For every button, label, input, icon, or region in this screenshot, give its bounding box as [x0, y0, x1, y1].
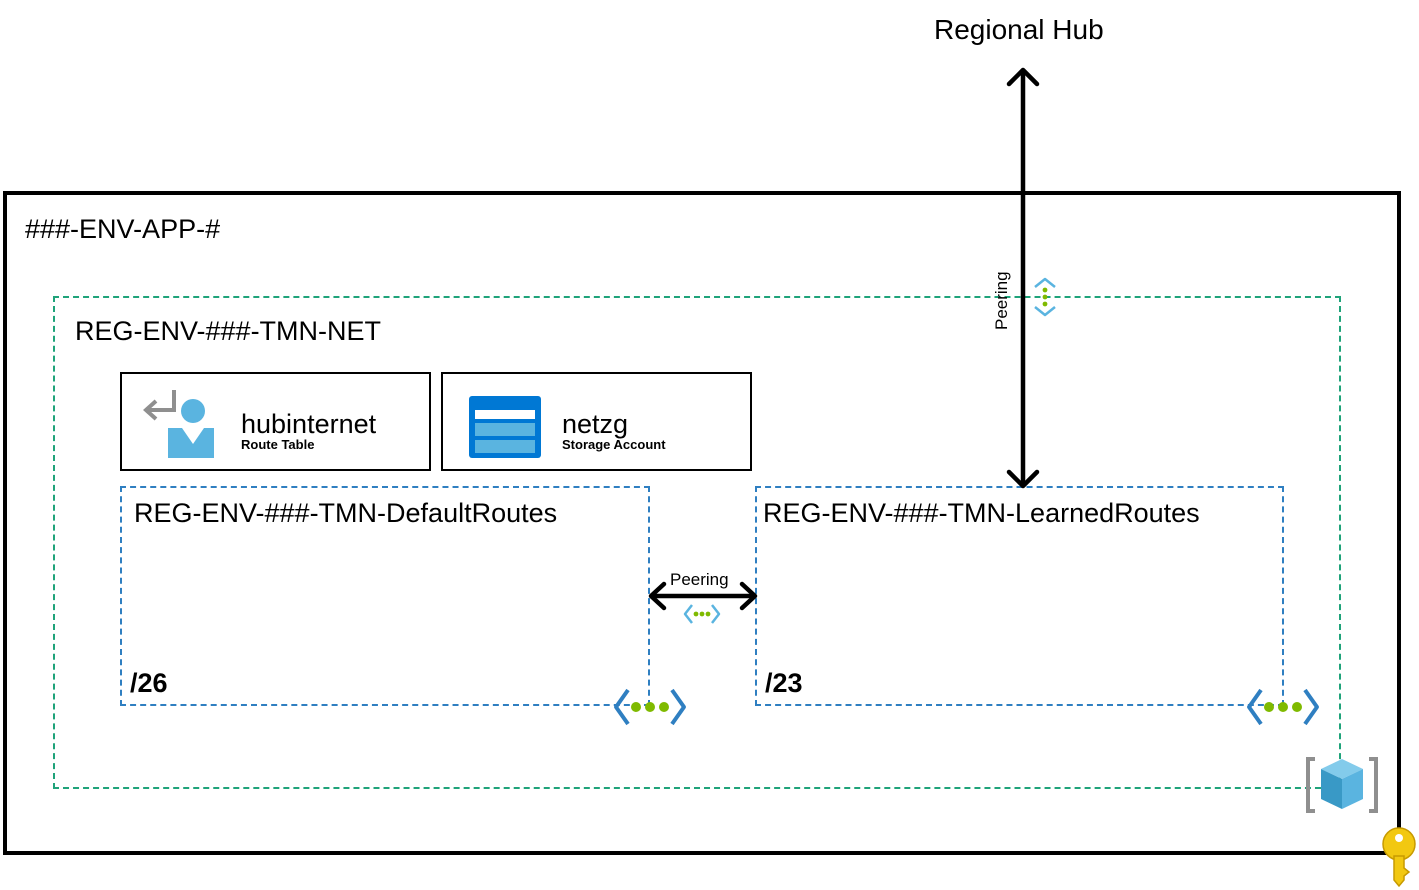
subnet-peering-arrow	[648, 581, 758, 611]
storage-account-type: Storage Account	[562, 437, 666, 452]
resource-group-boundary	[3, 191, 1401, 855]
peering-icon	[1034, 277, 1056, 317]
subnet-learned-routes[interactable]: REG-ENV-###-TMN-LearnedRoutes /23	[755, 486, 1284, 706]
key-icon	[1382, 827, 1416, 888]
route-table-name: hubinternet	[241, 409, 377, 439]
vnet-title: REG-ENV-###-TMN-NET	[75, 316, 382, 346]
virtual-network-cube-icon	[1306, 757, 1378, 813]
subnet-icon	[1247, 688, 1319, 726]
storage-account-name: netzg	[562, 409, 629, 439]
peering-icon	[683, 604, 721, 624]
route-table-type: Route Table	[241, 437, 315, 452]
storage-account-card[interactable]: netzg Storage Account	[441, 372, 752, 471]
subnet-default-routes-title: REG-ENV-###-TMN-DefaultRoutes	[134, 498, 558, 528]
regional-hub-label: Regional Hub	[934, 14, 1104, 45]
route-table-icon	[143, 390, 214, 458]
subnet-default-routes[interactable]: REG-ENV-###-TMN-DefaultRoutes /26	[120, 486, 650, 706]
route-table-card[interactable]: hubinternet Route Table	[120, 372, 431, 471]
storage-account-icon	[469, 396, 541, 458]
resource-group-title: ###-ENV-APP-#	[25, 214, 221, 244]
subnet-icon	[614, 688, 686, 726]
vnet-boundary	[53, 296, 1341, 789]
subnet-peering-label: Peering	[670, 570, 729, 589]
subnet-learned-routes-cidr: /23	[765, 668, 803, 698]
hub-peering-label: Peering	[992, 271, 1011, 330]
subnet-default-routes-cidr: /26	[130, 668, 168, 698]
hub-peering-arrow	[1006, 67, 1040, 489]
subnet-learned-routes-title: REG-ENV-###-TMN-LearnedRoutes	[763, 498, 1200, 528]
